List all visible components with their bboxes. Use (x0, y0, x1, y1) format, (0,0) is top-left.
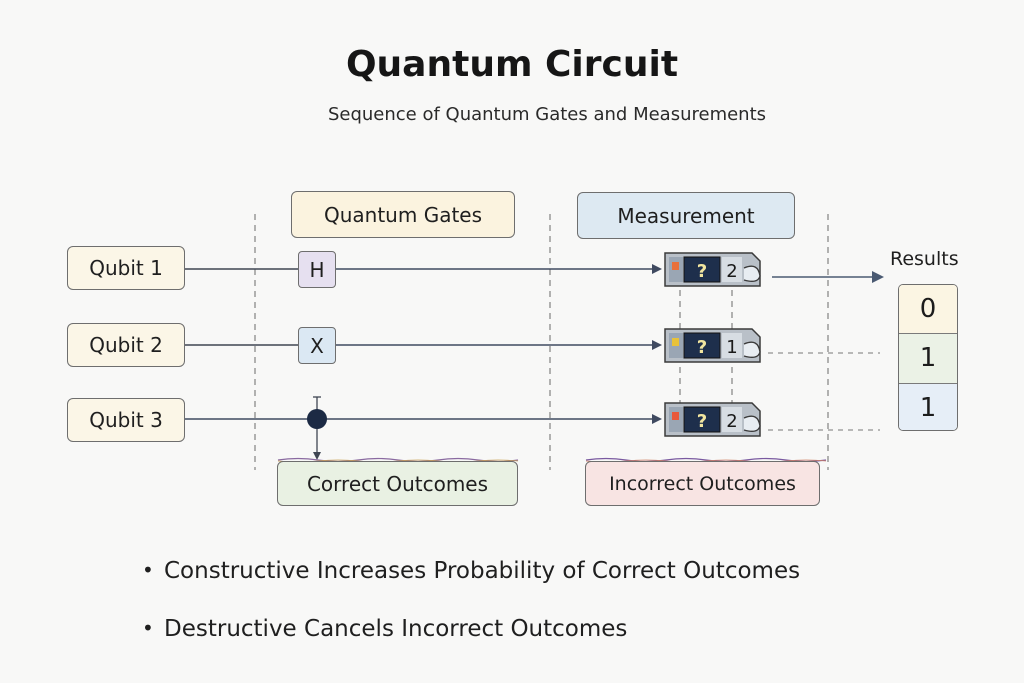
meter-symbol: ? (697, 337, 707, 358)
quantum-gates-header: Quantum Gates (291, 191, 515, 238)
qubit-label-1: Qubit 1 (67, 246, 185, 290)
result-cell: 0 (899, 285, 957, 335)
bullet-text: Destructive Cancels Incorrect Outcomes (164, 616, 628, 642)
bullet-item: • Constructive Increases Probability of … (142, 558, 800, 616)
bullet-item: • Destructive Cancels Incorrect Outcomes (142, 616, 800, 674)
results-register: 0 1 1 (898, 284, 958, 431)
arrow-head (652, 414, 662, 424)
result-cell: 1 (899, 383, 957, 430)
arrow-head (652, 264, 662, 274)
bullet-list: • Constructive Increases Probability of … (142, 558, 800, 674)
result-cell: 1 (899, 334, 957, 384)
results-label: Results (890, 248, 959, 270)
hadamard-gate: H (298, 251, 336, 288)
arrow-head (313, 452, 321, 460)
meter-symbol: ? (697, 411, 707, 432)
bullet-icon: • (142, 616, 154, 640)
meter-led (672, 412, 679, 420)
meter-symbol: ? (697, 261, 707, 282)
measurement-meter-icon: ? 2 (664, 402, 761, 437)
bullet-icon: • (142, 558, 154, 582)
measurement-meter-icon: ? 1 (664, 328, 761, 363)
pauli-x-gate: X (298, 327, 336, 364)
wave-line (585, 457, 827, 463)
page-title: Quantum Circuit (345, 44, 679, 85)
qubit-label-3: Qubit 3 (67, 398, 185, 442)
measurement-meter-icon: ? 2 (664, 252, 761, 287)
measurement-header: Measurement (577, 192, 795, 239)
bullet-text: Constructive Increases Probability of Co… (164, 558, 801, 584)
arrow-head (652, 340, 662, 350)
meter-led (672, 262, 679, 270)
wave-line (277, 457, 519, 463)
qubit-label-2: Qubit 2 (67, 323, 185, 367)
meter-value: 2 (726, 261, 737, 282)
control-dot (307, 409, 327, 429)
meter-value: 2 (726, 411, 737, 432)
correct-outcomes-label: Correct Outcomes (277, 461, 518, 506)
page-subtitle: Sequence of Quantum Gates and Measuremen… (327, 104, 767, 125)
meter-value: 1 (726, 337, 737, 358)
incorrect-outcomes-label: Incorrect Outcomes (585, 461, 820, 506)
meter-led (672, 338, 679, 346)
arrow-head (872, 271, 884, 283)
